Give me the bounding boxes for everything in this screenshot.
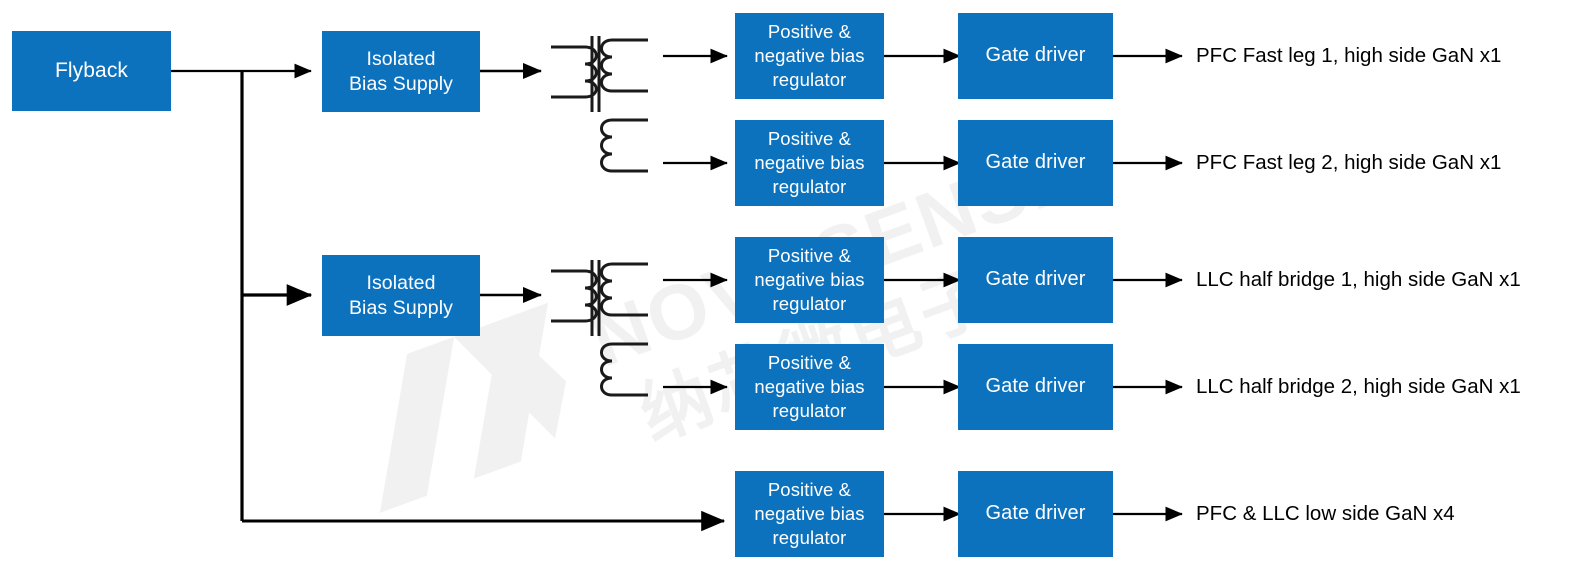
- block-isolated-bias-supply-2[interactable]: Isolated Bias Supply: [322, 255, 480, 336]
- output-label-3: LLC half bridge 1, high side GaN x1: [1196, 268, 1521, 291]
- block-gate-driver-1-label: Gate driver: [985, 44, 1086, 67]
- output-label-1: PFC Fast leg 1, high side GaN x1: [1196, 44, 1502, 67]
- transformer-1-symbol: [551, 36, 648, 173]
- block-flyback-label: Flyback: [54, 58, 129, 82]
- block-isolated-bias-supply-1[interactable]: Isolated Bias Supply: [322, 31, 480, 112]
- output-label-4: LLC half bridge 2, high side GaN x1: [1196, 375, 1521, 398]
- block-regulator-4-label: Positive & negative bias regulator: [754, 352, 865, 421]
- block-gate-driver-3-label: Gate driver: [985, 268, 1086, 291]
- output-label-2: PFC Fast leg 2, high side GaN x1: [1196, 151, 1502, 174]
- block-gate-driver-3[interactable]: Gate driver: [958, 237, 1113, 323]
- block-isolated-bias-supply-2-label: Isolated Bias Supply: [348, 271, 454, 319]
- block-regulator-3[interactable]: Positive & negative bias regulator: [735, 237, 884, 323]
- block-regulator-5-label: Positive & negative bias regulator: [754, 479, 865, 548]
- block-gate-driver-2-label: Gate driver: [985, 151, 1086, 174]
- block-regulator-3-label: Positive & negative bias regulator: [754, 245, 865, 314]
- block-regulator-2[interactable]: Positive & negative bias regulator: [735, 120, 884, 206]
- block-gate-driver-4-label: Gate driver: [985, 375, 1086, 398]
- block-regulator-2-label: Positive & negative bias regulator: [754, 128, 865, 197]
- block-gate-driver-5[interactable]: Gate driver: [958, 471, 1113, 557]
- block-regulator-5[interactable]: Positive & negative bias regulator: [735, 471, 884, 557]
- block-gate-driver-1[interactable]: Gate driver: [958, 13, 1113, 99]
- output-label-5: PFC & LLC low side GaN x4: [1196, 502, 1455, 525]
- block-regulator-1-label: Positive & negative bias regulator: [754, 21, 865, 90]
- block-gate-driver-2[interactable]: Gate driver: [958, 120, 1113, 206]
- block-regulator-1[interactable]: Positive & negative bias regulator: [735, 13, 884, 99]
- block-isolated-bias-supply-1-label: Isolated Bias Supply: [348, 47, 454, 95]
- block-flyback[interactable]: Flyback: [12, 31, 171, 111]
- transformer-2-symbol: [551, 260, 648, 397]
- block-regulator-4[interactable]: Positive & negative bias regulator: [735, 344, 884, 430]
- block-gate-driver-4[interactable]: Gate driver: [958, 344, 1113, 430]
- block-gate-driver-5-label: Gate driver: [985, 502, 1086, 525]
